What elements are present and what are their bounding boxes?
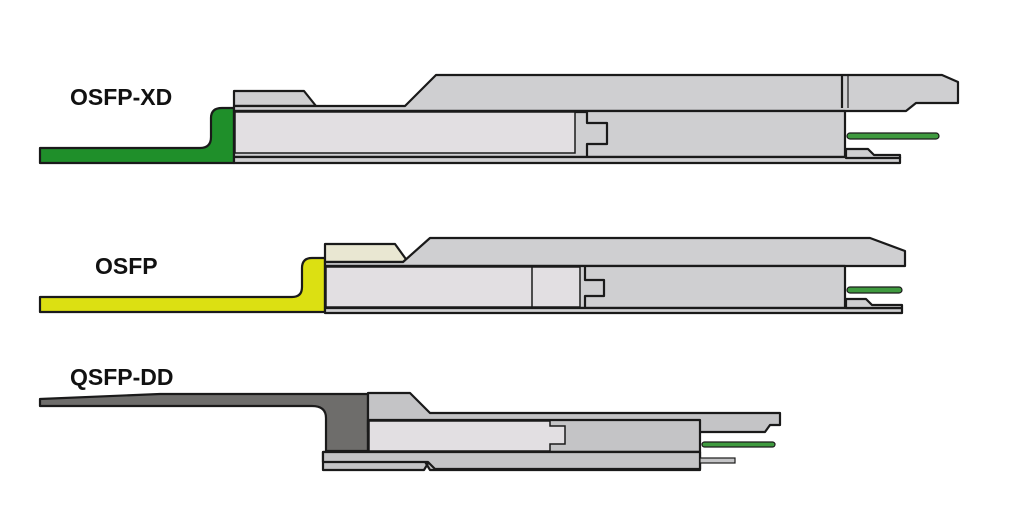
qsfp-dd-pin — [701, 441, 776, 448]
osfp-xd-module: OSFP-XD — [38, 73, 960, 165]
osfp-xd-pull-tab — [38, 106, 236, 165]
osfp-xd-label: OSFP-XD — [70, 84, 172, 110]
qsfp-dd-pull-tab — [38, 392, 370, 453]
osfp-xd-bottom-rail — [232, 155, 902, 165]
osfp-module: OSFP — [38, 236, 907, 315]
osfp-xd-pin — [846, 132, 940, 140]
qsfp-dd-label: QSFP-DD — [70, 364, 174, 390]
osfp-xd-latch — [232, 89, 318, 108]
osfp-label: OSFP — [95, 253, 158, 279]
osfp-pin — [846, 286, 903, 294]
osfp-pull-tab — [38, 256, 327, 314]
osfp-bottom-rail — [323, 306, 904, 315]
osfp-xd-top-housing — [232, 73, 960, 113]
qsfp-dd-module: QSFP-DD — [38, 364, 782, 472]
osfp-latch — [323, 242, 410, 264]
osfp-top-housing — [323, 236, 907, 268]
